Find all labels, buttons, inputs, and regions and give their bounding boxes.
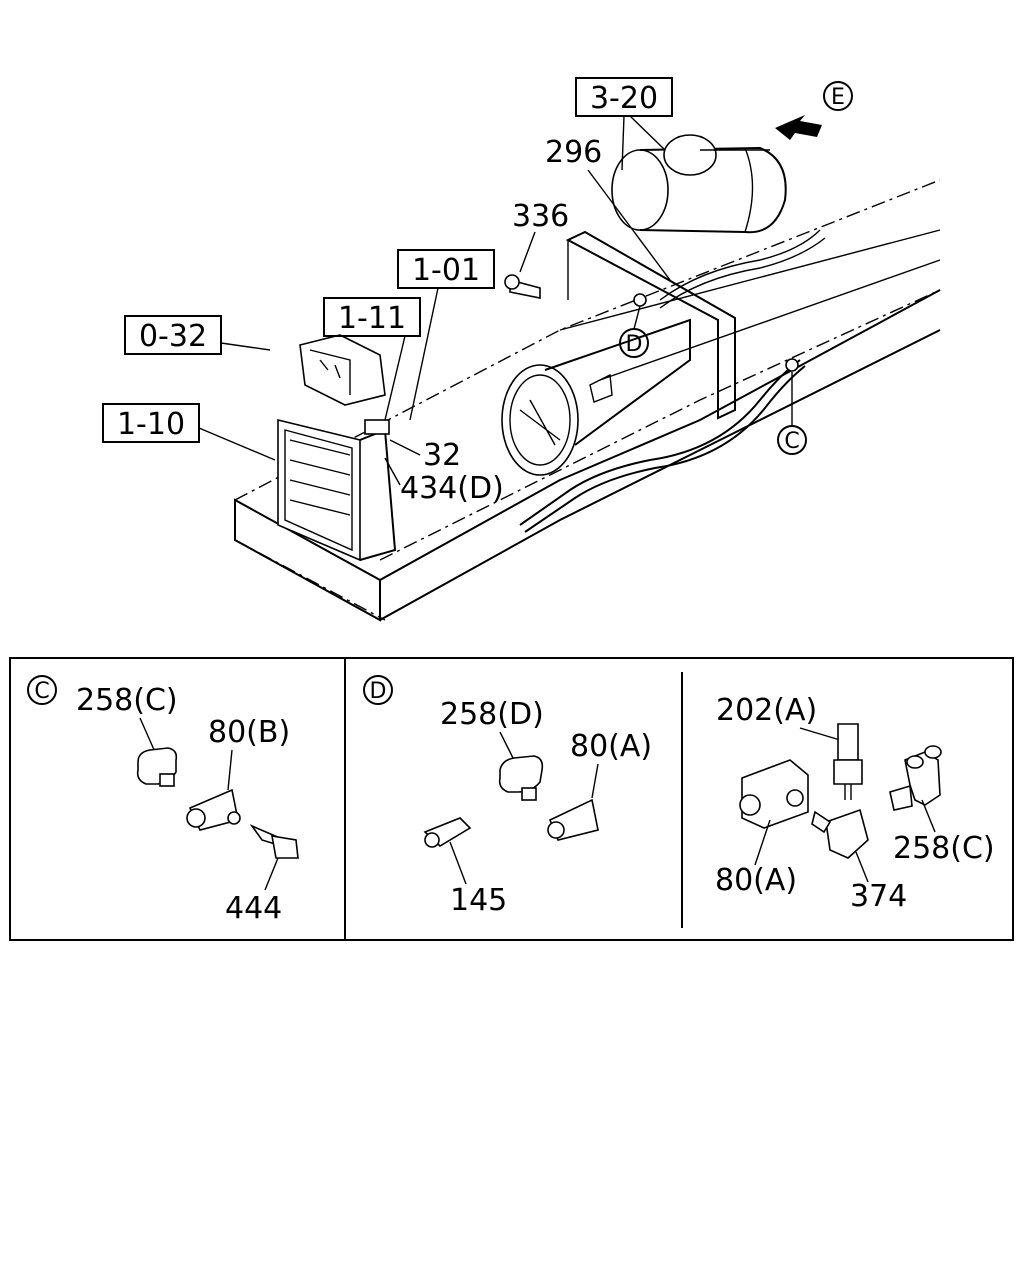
valve-202a — [837, 723, 859, 761]
marker-c: C — [777, 372, 807, 455]
svg-text:C: C — [784, 429, 799, 454]
fitting-d — [633, 293, 647, 307]
label-32: 32 — [423, 438, 461, 473]
callout-1-01-label: 1-01 — [412, 253, 480, 288]
label-258d: 258(D) — [440, 697, 544, 732]
radiator — [277, 418, 397, 562]
label-145: 145 — [450, 883, 507, 918]
chassis-illustration — [234, 134, 941, 622]
fitting-c — [785, 358, 799, 372]
housing — [501, 318, 691, 476]
label-80a-e: 80(A) — [715, 863, 797, 898]
label-336: 336 — [512, 199, 569, 234]
label-374: 374 — [850, 879, 907, 914]
marker-d: D — [619, 305, 649, 358]
detail-panel — [9, 657, 1014, 941]
valve-block — [299, 334, 390, 435]
svg-text:E: E — [831, 85, 845, 110]
callout-0-32-label: 0-32 — [139, 319, 207, 354]
callout-0-32: 0-32 — [124, 315, 271, 355]
svg-text:D: D — [626, 332, 643, 357]
elbow-fitting-258d — [498, 755, 544, 793]
label-258c: 258(C) — [76, 683, 178, 718]
label-444: 444 — [225, 891, 282, 926]
label-296: 296 — [545, 135, 602, 170]
callout-1-10: 1-10 — [102, 403, 276, 461]
detail-d-tag: D — [370, 679, 387, 704]
callout-1-01: 1-01 — [397, 249, 495, 421]
callout-3-20-label: 3-20 — [590, 81, 658, 116]
detail-e: 202(A) 80(A) 374 258(C) — [715, 693, 995, 914]
detail-d: D 258(D) 80(A) 145 — [363, 675, 652, 918]
callout-1-11-label: 1-11 — [338, 301, 406, 336]
label-80a-d: 80(A) — [570, 729, 652, 764]
label-80b: 80(B) — [208, 715, 290, 750]
block-374 — [825, 808, 869, 859]
detail-c: C 258(C) 80(B) 444 — [27, 675, 299, 926]
air-tank — [611, 134, 787, 234]
view-e-marker: E — [823, 81, 853, 111]
label-258c-e: 258(C) — [893, 831, 995, 866]
view-e-arrow-icon — [775, 115, 822, 140]
callout-3-20: 3-20 — [575, 77, 673, 171]
label-202a: 202(A) — [716, 693, 817, 728]
callout-1-11: 1-11 — [323, 297, 421, 421]
label-434d: 434(D) — [400, 471, 504, 506]
detail-c-tag: C — [34, 679, 49, 704]
callout-1-10-label: 1-10 — [117, 407, 185, 442]
